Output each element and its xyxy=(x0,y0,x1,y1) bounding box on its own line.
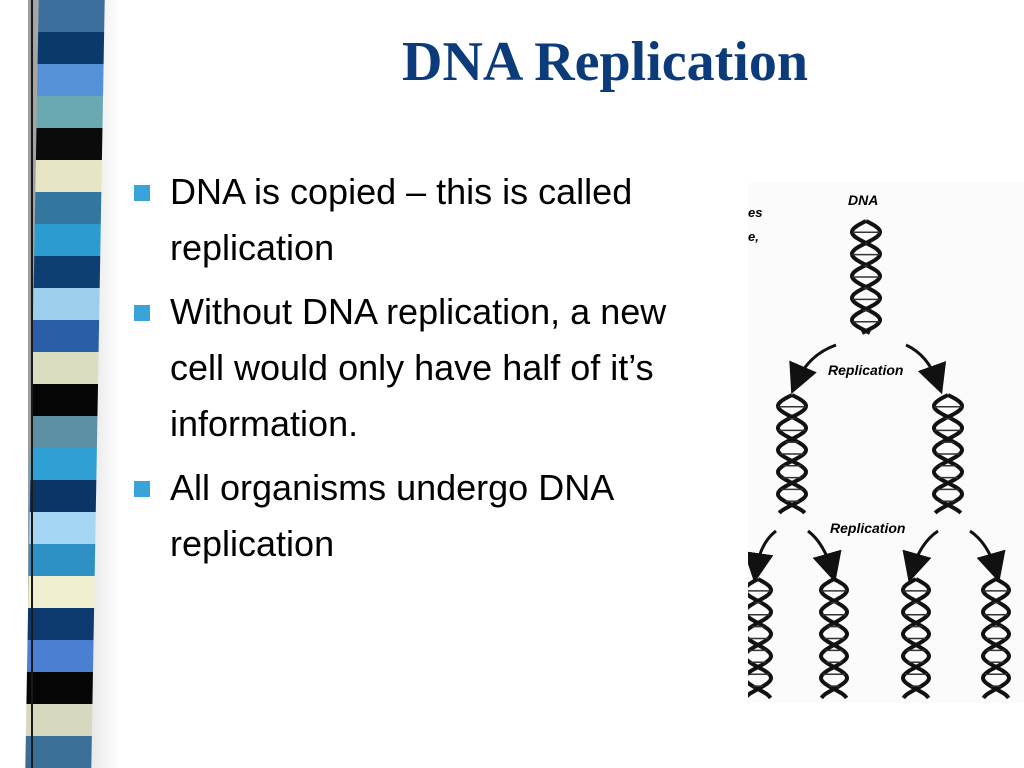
bullet-text: Without DNA replication, a new cell woul… xyxy=(170,291,667,444)
dna-label: DNA xyxy=(848,192,878,208)
arrow-icon xyxy=(902,529,939,583)
slide-title: DNA Replication xyxy=(402,31,808,93)
bullet-text: DNA is copied – this is called replicati… xyxy=(170,171,633,268)
strip-block xyxy=(35,160,102,192)
bullet-item: Without DNA replication, a new cell woul… xyxy=(132,284,692,452)
strip-block xyxy=(37,64,104,96)
strip-block xyxy=(34,192,102,224)
dna-replication-figure: es e, DNA Replication Replication xyxy=(748,183,1024,703)
arrow-left-icon xyxy=(789,343,837,395)
strip-block xyxy=(29,480,97,512)
strip-block xyxy=(31,384,99,416)
bullet-item: All organisms undergo DNA replication xyxy=(132,460,692,572)
replication-label-2: Replication xyxy=(830,520,905,536)
strip-block xyxy=(29,512,96,544)
decorative-color-strip xyxy=(25,0,105,768)
arrow-right-icon xyxy=(905,343,947,395)
strip-block xyxy=(25,736,92,768)
strip-block xyxy=(35,128,103,160)
strip-block xyxy=(33,256,101,288)
strip-block xyxy=(32,320,100,352)
replication-label-1: Replication xyxy=(828,362,903,378)
strip-block xyxy=(33,288,100,320)
daughter-dna-helices-icon xyxy=(775,393,965,515)
square-bullet-icon xyxy=(134,481,150,497)
granddaughter-dna-helices-icon xyxy=(748,577,1012,700)
strip-block xyxy=(32,352,99,384)
strip-block xyxy=(28,576,95,608)
strip-block xyxy=(26,672,93,704)
cropped-text: e, xyxy=(748,229,759,244)
decorative-strip-edge xyxy=(31,0,33,768)
arrow-icon xyxy=(969,529,1006,583)
strip-block xyxy=(34,224,101,256)
strip-block xyxy=(30,416,98,448)
parent-dna-helix-icon xyxy=(849,219,883,335)
arrow-icon xyxy=(748,529,777,583)
strip-block xyxy=(38,0,105,32)
strip-block xyxy=(27,608,95,640)
bullet-text: All organisms undergo DNA replication xyxy=(170,467,613,564)
strip-block xyxy=(25,704,93,736)
strip-block xyxy=(28,544,96,576)
strip-block xyxy=(26,640,94,672)
strip-block xyxy=(37,32,105,64)
dna-diagram: es e, DNA Replication Replication xyxy=(748,192,1012,700)
bullet-item: DNA is copied – this is called replicati… xyxy=(132,164,692,276)
cropped-text: es xyxy=(748,205,762,220)
bullet-list: DNA is copied – this is called replicati… xyxy=(132,164,692,580)
strip-block xyxy=(30,448,97,480)
arrow-icon xyxy=(807,529,842,583)
square-bullet-icon xyxy=(134,185,150,201)
strip-block xyxy=(36,96,104,128)
square-bullet-icon xyxy=(134,305,150,321)
